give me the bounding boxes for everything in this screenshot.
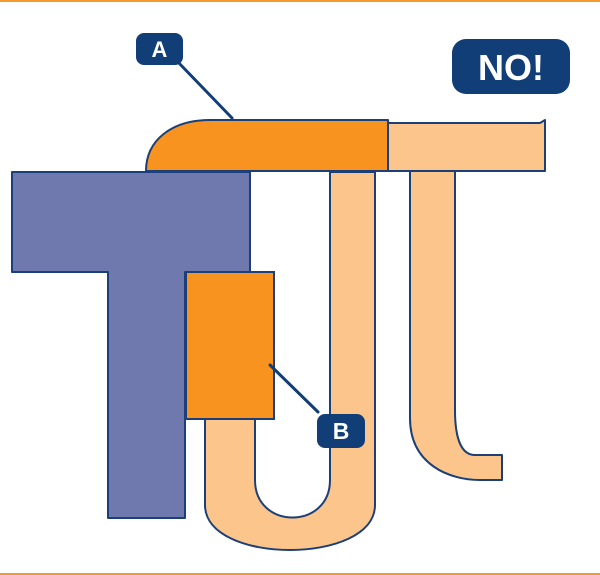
no-badge: NO! (452, 39, 570, 94)
no-badge-text: NO! (478, 47, 544, 88)
bottom-border-line (0, 573, 600, 575)
top-border-line (0, 0, 600, 2)
leader-line-a (174, 58, 234, 120)
orange-top-piece-a (145, 119, 389, 172)
light-orange-hook-stem (409, 159, 503, 481)
label-a-badge: A (136, 33, 183, 65)
blue-t-shape (11, 171, 251, 519)
orange-block-b (185, 271, 275, 420)
leader-line-b (268, 363, 320, 414)
light-orange-u-pipe (204, 171, 376, 551)
label-a-text: A (152, 37, 168, 62)
label-b-badge: B (317, 414, 365, 448)
light-orange-crossbar (387, 119, 546, 172)
label-b-text: B (333, 418, 350, 444)
